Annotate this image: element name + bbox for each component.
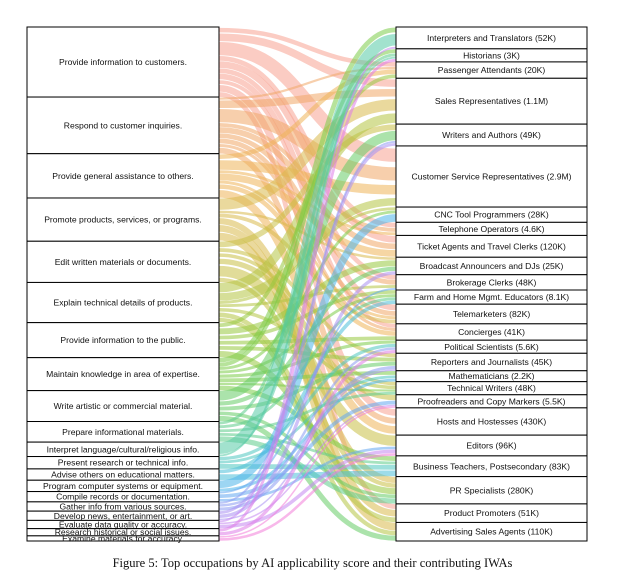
target-label: Political Scientists (5.6K): [444, 342, 539, 352]
target-node: [395, 521, 588, 542]
flow-link: [218, 404, 397, 525]
target-label: CNC Tool Programmers (28K): [434, 210, 549, 220]
source-label: Promote products, services, or programs.: [44, 215, 202, 225]
source-label: Program computer systems or equipment.: [43, 481, 203, 491]
target-label: Technical Writers (48K): [447, 383, 536, 393]
target-label: Advertising Sales Agents (110K): [430, 527, 553, 537]
source-label: Interpret language/cultural/religious in…: [47, 444, 200, 454]
source-label: Advise others on educational matters.: [51, 470, 195, 480]
source-label: Provide general assistance to others.: [52, 171, 193, 181]
target-label: Farm and Home Mgmt. Educators (8.1K): [414, 292, 569, 302]
flow-link: [218, 300, 397, 474]
flow-link: [218, 343, 397, 461]
target-label: Product Promoters (51K): [444, 508, 539, 518]
target-node: [395, 407, 588, 436]
flow-link: [218, 108, 397, 181]
source-label: Provide information to the public.: [60, 335, 185, 345]
source-label: Evaluate data quality or accuracy.: [59, 520, 187, 530]
flow-link: [218, 58, 397, 532]
flow-link: [218, 453, 397, 541]
flow-link: [218, 349, 397, 536]
flow-link: [218, 365, 397, 511]
source-node: [26, 153, 220, 199]
flow-link: [218, 378, 397, 492]
flow-link: [218, 173, 397, 257]
source-node: [26, 26, 220, 98]
target-label: Telephone Operators (4.6K): [438, 224, 544, 234]
target-label: PR Specialists (280K): [450, 485, 534, 495]
target-label: Editors (96K): [466, 441, 516, 451]
flow-link: [218, 27, 397, 363]
source-nodes: Provide information to customers. Respond…: [26, 26, 220, 543]
target-label: Brokerage Clerks (48K): [447, 277, 537, 287]
target-label: Hosts and Hostesses (430K): [437, 417, 547, 427]
flow-link: [218, 406, 397, 538]
source-node: [26, 197, 220, 242]
figure-caption: Figure 5: Top occupations by AI applicab…: [112, 556, 513, 570]
flow-link: [218, 88, 397, 109]
source-label: Develop news, entertainment, or art.: [54, 511, 193, 521]
flow-link: [218, 449, 397, 529]
source-label: Examine materials for accuracy.: [62, 533, 184, 543]
target-label: Broadcast Announcers and DJs (25K): [420, 261, 564, 271]
flow-link: [218, 99, 397, 210]
source-node: [26, 357, 220, 392]
target-label: Telemarketers (82K): [453, 309, 531, 319]
source-node: [26, 240, 220, 283]
target-label: Passenger Attendants (20K): [438, 65, 546, 75]
target-label: Business Teachers, Postsecondary (83K): [413, 461, 570, 471]
flow-link: [218, 436, 397, 504]
flow-links: [218, 27, 397, 541]
target-node: [395, 145, 588, 208]
source-node: [26, 96, 220, 155]
flow-link: [218, 266, 397, 406]
target-label: Reporters and Journalists (45K): [431, 357, 552, 367]
flow-link: [218, 190, 397, 434]
target-nodes: Interpreters and Translators (52K) Histor…: [395, 26, 588, 542]
source-label: Explain technical details of products.: [53, 298, 192, 308]
source-label: Compile records or documentation.: [56, 492, 190, 502]
source-label: Edit written materials or documents.: [55, 257, 192, 267]
source-node: [26, 390, 220, 423]
flow-link: [218, 214, 397, 489]
source-label: Gather info from various sources.: [59, 501, 186, 511]
source-node: [26, 281, 220, 324]
flow-link: [218, 33, 397, 454]
source-label: Write artistic or commercial material.: [54, 401, 193, 411]
flow-link: [218, 142, 397, 515]
target-node: [395, 77, 588, 125]
source-node: [26, 535, 220, 542]
source-node: [26, 322, 220, 359]
target-label: Historians (3K): [463, 50, 520, 60]
target-label: Concierges (41K): [458, 327, 525, 337]
source-label: Respond to customer inquiries.: [64, 120, 182, 130]
target-label: Proofreaders and Copy Markers (5.5K): [417, 396, 565, 406]
flow-link: [218, 46, 397, 523]
flow-link: [218, 400, 397, 499]
flow-link: [218, 124, 397, 248]
target-label: Sales Representatives (1.1M): [435, 96, 548, 106]
flow-link: [218, 140, 397, 504]
source-label: Provide information to customers.: [59, 57, 187, 67]
source-label: Present research or technical info.: [58, 458, 188, 468]
source-label: Prepare informational materials.: [62, 427, 184, 437]
source-label: Maintain knowledge in area of expertise.: [46, 369, 200, 379]
flow-link: [218, 411, 397, 499]
flow-link: [218, 375, 397, 464]
flow-link: [218, 290, 397, 340]
source-label: Research historical or social issues.: [55, 527, 192, 537]
target-label: Mathematicians (2.2K): [449, 371, 535, 381]
target-label: Writers and Authors (49K): [442, 130, 541, 140]
target-label: Customer Service Representatives (2.9M): [412, 172, 572, 182]
target-label: Interpreters and Translators (52K): [427, 33, 556, 43]
flow-link: [218, 56, 397, 457]
target-node: [395, 476, 588, 505]
flow-link: [218, 160, 397, 195]
target-label: Ticket Agents and Travel Clerks (120K): [417, 241, 566, 251]
